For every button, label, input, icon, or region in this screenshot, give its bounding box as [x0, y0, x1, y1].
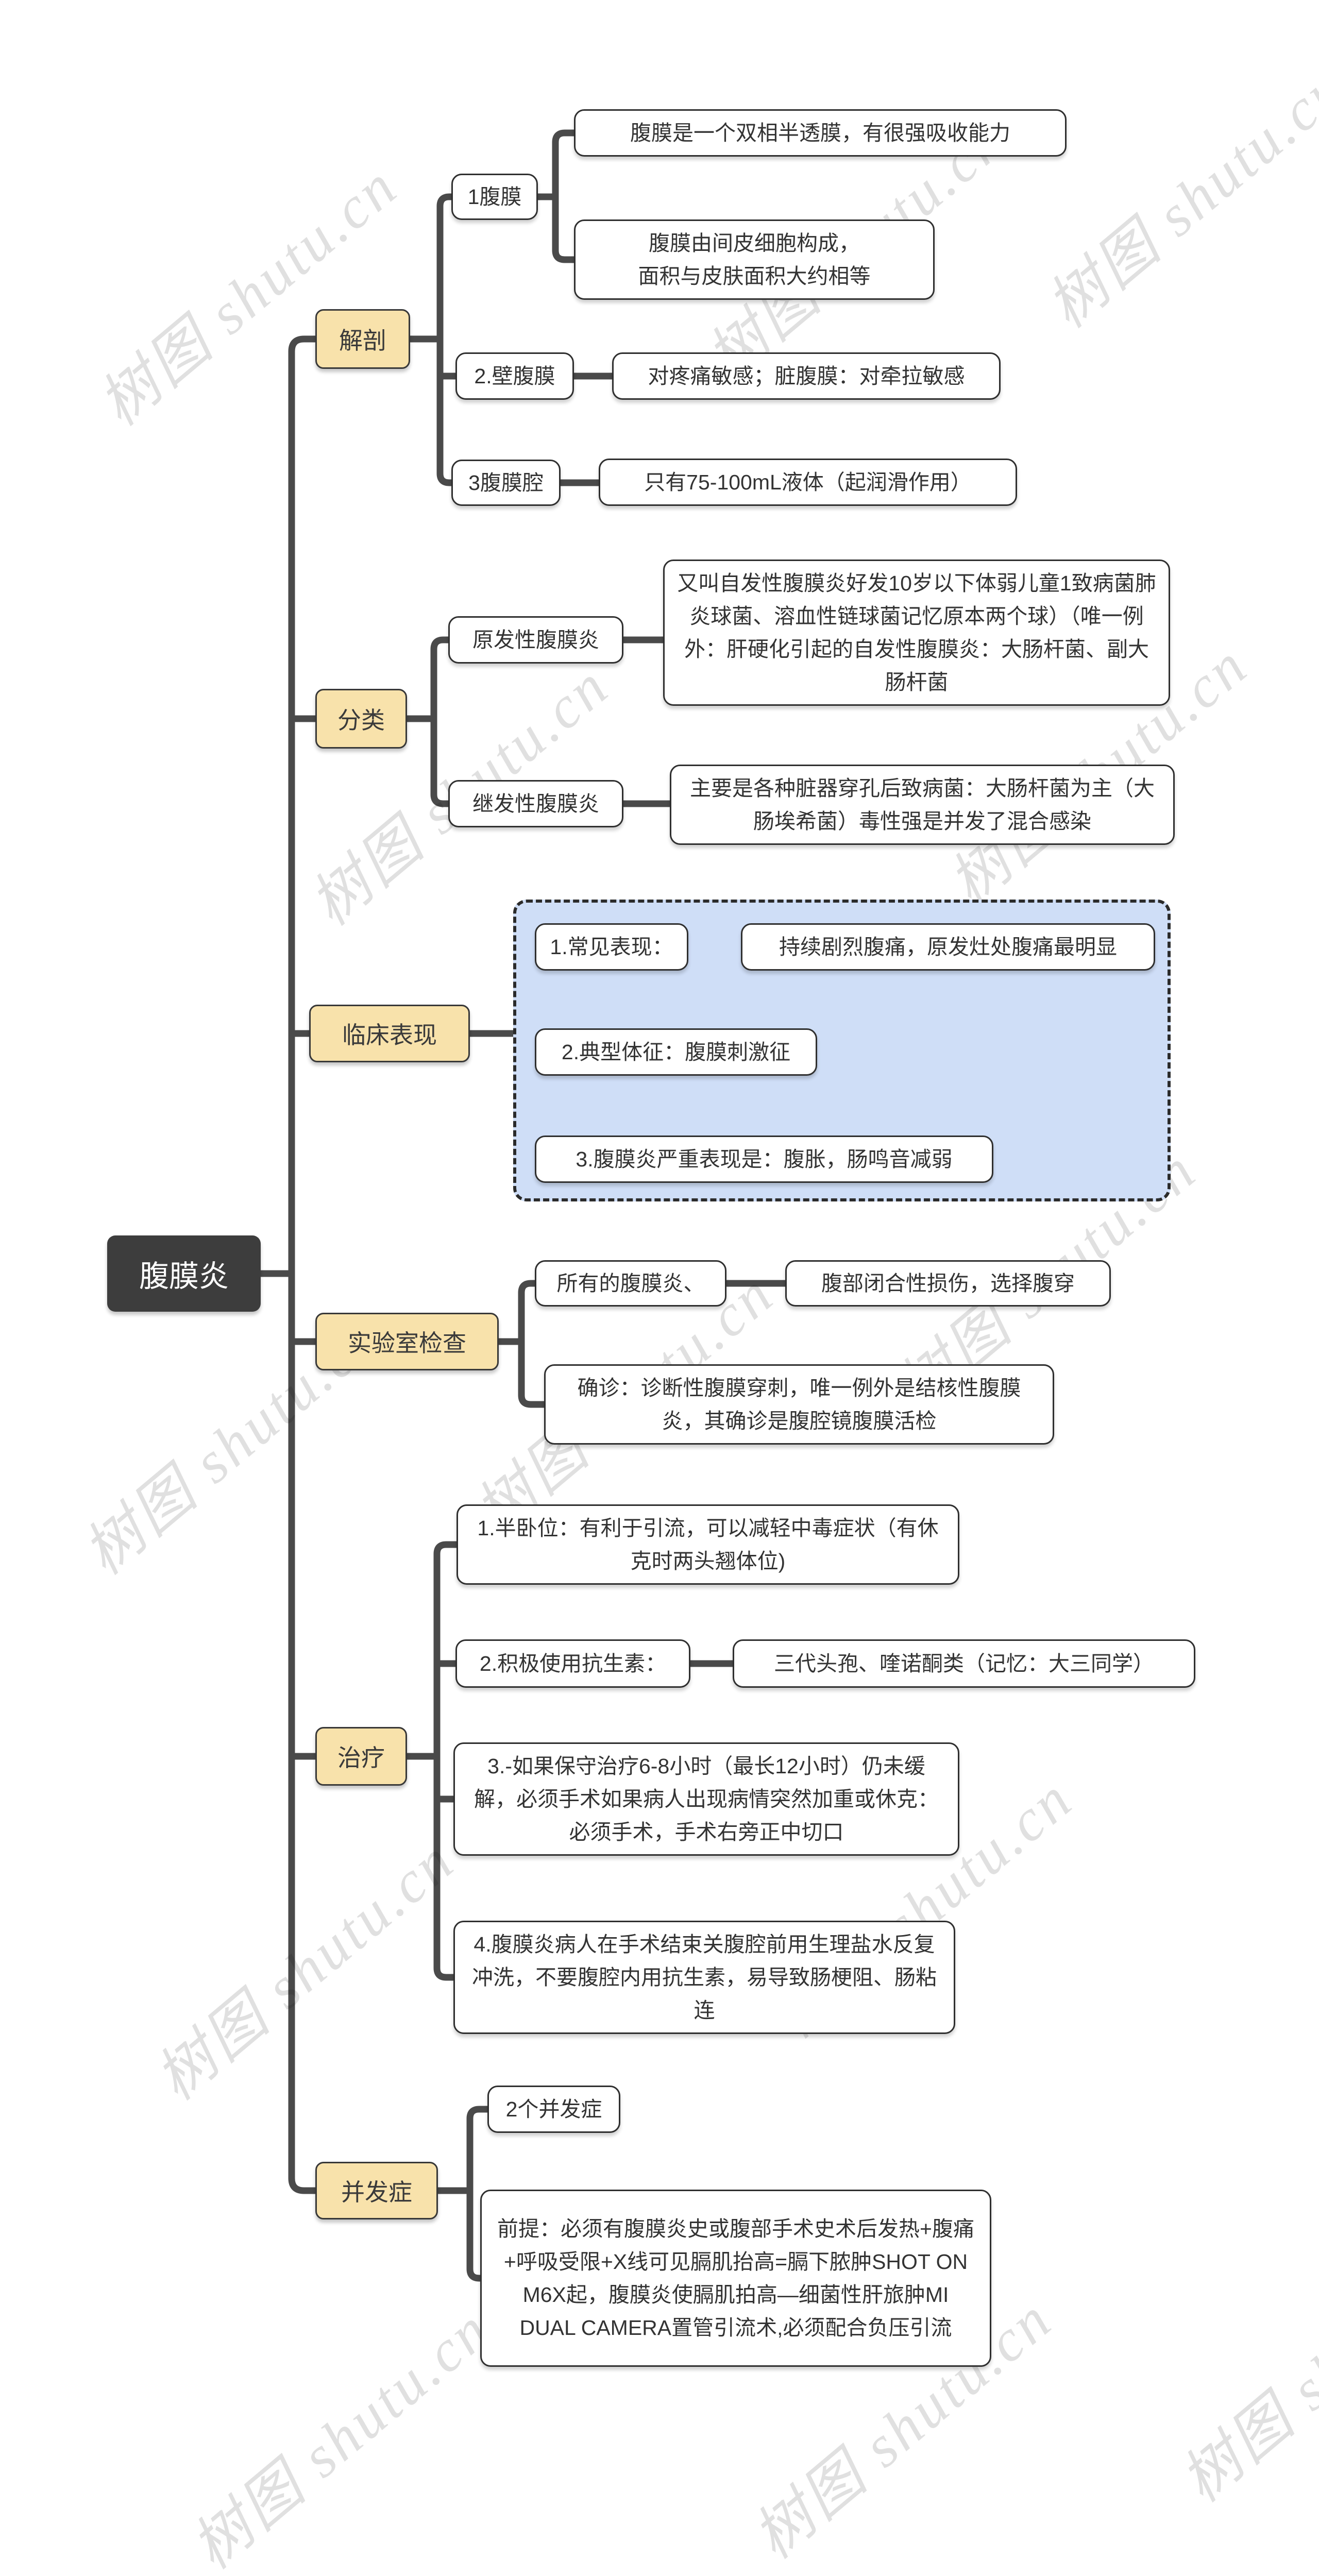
topic-treatment[interactable]: 治疗 — [315, 1727, 407, 1786]
note-treatment-position[interactable]: 1.半卧位：有利于引流，可以减轻中毒症状（有休克时两头翘体位) — [456, 1504, 959, 1585]
node-typical-sign[interactable]: 2.典型体征：腹膜刺激征 — [535, 1028, 817, 1076]
node-common-signs[interactable]: 1.常见表现： — [535, 923, 688, 971]
note-lab-confirm[interactable]: 确诊：诊断性腹膜穿刺，唯一例外是结核性腹膜炎，其确诊是腹腔镜腹膜活检 — [544, 1364, 1054, 1445]
note-parietal-peritoneum[interactable]: 对疼痛敏感；脏腹膜：对牵拉敏感 — [612, 352, 1001, 400]
topic-anatomy[interactable]: 解剖 — [315, 309, 410, 369]
note-lab-puncture[interactable]: 腹部闭合性损伤，选择腹穿 — [785, 1260, 1111, 1307]
connector-lines — [257, 129, 789, 2282]
node-peritoneum[interactable]: 1腹膜 — [451, 174, 538, 220]
topic-lab[interactable]: 实验室检查 — [315, 1313, 499, 1370]
note-peritoneal-cavity[interactable]: 只有75-100mL液体（起润滑作用） — [599, 459, 1017, 506]
node-parietal-peritoneum[interactable]: 2.壁腹膜 — [455, 352, 574, 400]
note-antibiotics[interactable]: 三代头孢、喹诺酮类（记忆：大三同学） — [733, 1639, 1195, 1688]
note-primary-peritonitis[interactable]: 又叫自发性腹膜炎好发10岁以下体弱儿童1致病菌肺炎球菌、溶血性链球菌记忆原本两个… — [663, 560, 1170, 706]
note-peritoneum-cells[interactable]: 腹膜由间皮细胞构成， 面积与皮肤面积大约相等 — [574, 219, 935, 300]
topic-classification[interactable]: 分类 — [315, 689, 407, 749]
node-antibiotics[interactable]: 2.积极使用抗生素： — [455, 1639, 690, 1688]
node-complication-count[interactable]: 2个并发症 — [487, 2086, 620, 2133]
node-lab-all-peritonitis[interactable]: 所有的腹膜炎、 — [535, 1260, 726, 1307]
node-peritoneal-cavity[interactable]: 3腹膜腔 — [451, 460, 561, 506]
topic-clinical[interactable]: 临床表现 — [309, 1005, 470, 1062]
mindmap-canvas: 树图 shutu.cn 树图 shutu.cn 树图 shutu.cn 树图 s… — [72, 55, 1319, 2576]
note-treatment-lavage[interactable]: 4.腹膜炎病人在手术结束关腹腔前用生理盐水反复冲洗，不要腹腔内用抗生素，易导致肠… — [453, 1921, 955, 2034]
note-peritoneum-membrane[interactable]: 腹膜是一个双相半透膜，有很强吸收能力 — [574, 109, 1067, 157]
note-common-signs[interactable]: 持续剧烈腹痛，原发灶处腹痛最明显 — [741, 923, 1155, 971]
note-secondary-peritonitis[interactable]: 主要是各种脏器穿孔后致病菌：大肠杆菌为主（大肠埃希菌）毒性强是并发了混合感染 — [670, 765, 1175, 845]
note-treatment-surgery[interactable]: 3.-如果保守治疗6-8小时（最长12小时）仍未缓解，必须手术如果病人出现病情突… — [453, 1742, 959, 1856]
node-secondary-peritonitis[interactable]: 继发性腹膜炎 — [448, 780, 623, 827]
node-primary-peritonitis[interactable]: 原发性腹膜炎 — [448, 616, 623, 664]
note-complication-premise[interactable]: 前提：必须有腹膜炎史或腹部手术史术后发热+腹痛+呼吸受限+X线可见膈肌抬高=膈下… — [480, 2190, 991, 2367]
root-node[interactable]: 腹膜炎 — [107, 1235, 261, 1312]
topic-complication[interactable]: 并发症 — [315, 2162, 438, 2219]
node-severe-signs[interactable]: 3.腹膜炎严重表现是：腹胀，肠鸣音减弱 — [535, 1136, 993, 1183]
